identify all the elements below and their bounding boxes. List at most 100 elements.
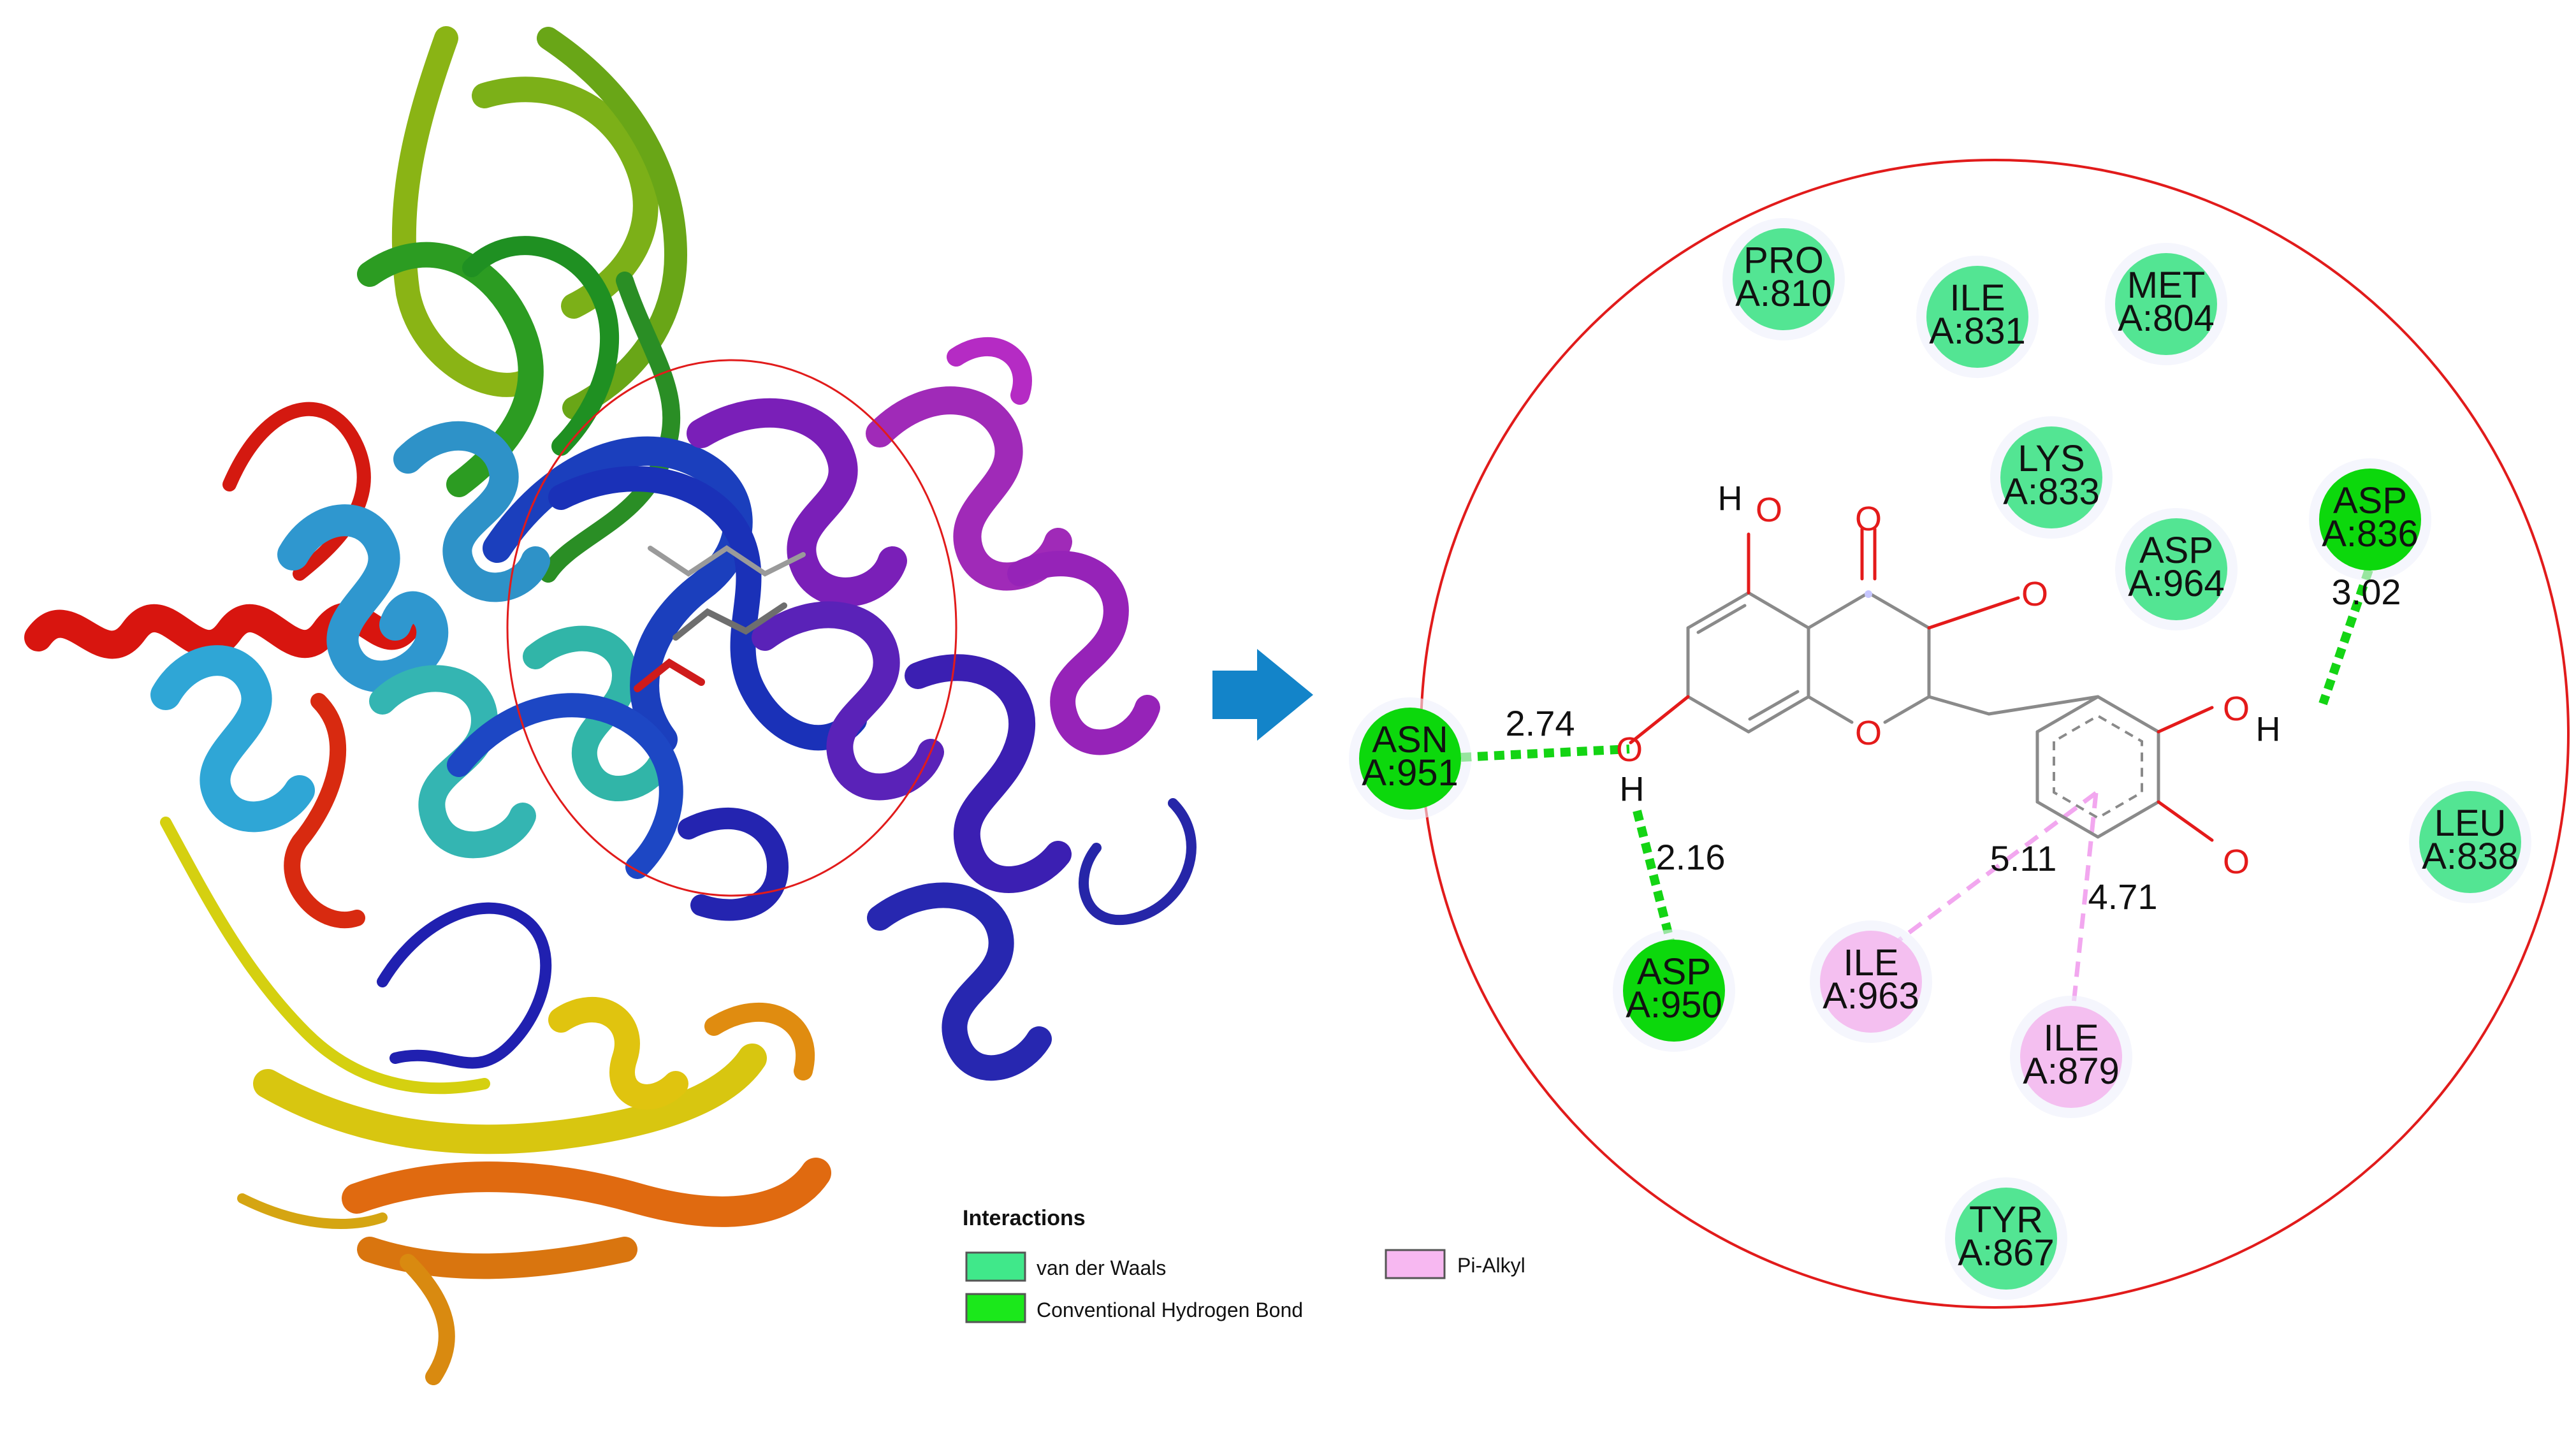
bond [1747,695,1810,734]
residue-id: A:964 [2128,563,2225,604]
legend-title: Interactions [963,1206,1086,1230]
atom-o-3prime: O [2223,690,2250,728]
residue-id: A:867 [1958,1232,2055,1274]
legend-label-vdw: van der Waals [1037,1256,1166,1279]
bond [1867,591,1931,630]
residue-id: A:831 [1929,310,2026,352]
bond [1987,695,2100,716]
residue-id: A:838 [2422,836,2519,877]
legend-swatch-pialkyl [1385,1249,1446,1279]
residue-name: ILE [1949,277,2005,319]
residue-disc [1820,931,1922,1033]
residue-id: A:951 [1362,752,1459,794]
residue-disc [2020,1006,2122,1108]
residue-disc [1955,1188,2057,1290]
residue-disc [1926,266,2028,368]
bond [1807,591,1870,630]
atom-o-4prime: O [2223,843,2250,881]
atom-h-5: H [1718,479,1743,518]
aromatic-ring [2053,714,2143,820]
residue-name: LEU [2434,803,2507,844]
residue-name: TYR [1969,1199,2043,1240]
atom-o-carbonyl: O [1855,500,1882,538]
protein-ribbon-illustration [24,26,1197,1385]
oxygen-bond [1927,596,2020,630]
residue-disc [1359,708,1461,810]
legend-swatch-vdw [965,1251,1026,1282]
bond [2096,695,2160,734]
distance-label: 2.74 [1506,703,1575,743]
bond [1747,591,1810,630]
legend-label-hbond: Conventional Hydrogen Bond [1037,1298,1303,1321]
distance-label: 4.71 [2088,877,2158,917]
bond [2035,800,2100,839]
bond [1686,591,1750,630]
double-bond [1748,690,1800,721]
right-arrow-icon [1212,649,1313,741]
hbond-line-asn951 [1460,745,1630,762]
atom-h-7: H [1620,770,1645,808]
atom-o-5: O [1756,491,1782,529]
residue-name: MET [2127,265,2205,306]
distance-label: 2.16 [1656,837,1726,877]
residue-name: ASP [2333,480,2407,521]
bond [2096,800,2160,839]
residue-disc [2000,426,2102,528]
residue-name: PRO [1743,240,1824,281]
residue-disc [2115,253,2217,355]
hbond-line-asp836 [2318,568,2373,706]
pialkyl-line-ile963 [1893,791,2098,945]
bond [2035,695,2100,734]
residue-disc [1623,940,1725,1042]
atom-o-3: O [2021,575,2048,613]
distance-label: 3.02 [2332,572,2401,612]
pialkyl-line-ile879 [2070,792,2099,1010]
oxygen-bond [2157,800,2214,842]
residue-disc [2125,518,2227,620]
atom-o-7: O [1616,731,1643,769]
residue-name: ASP [1637,951,1711,993]
residue-disc [2419,791,2521,893]
residue-id: A:963 [1823,975,1919,1017]
binding-site-ellipse [506,359,957,897]
interaction-lines [1460,568,2373,1010]
residue-id: A:833 [2003,471,2100,513]
residue-id: A:810 [1735,273,1832,314]
residue-name: ILE [2043,1017,2099,1059]
residue-disc [2319,469,2421,571]
residue-id: A:950 [1626,984,1722,1026]
legend-label-pialkyl: Pi-Alkyl [1457,1254,1525,1277]
residue-disc [1733,228,1835,330]
residue-id: A:879 [2023,1051,2120,1092]
oxygen-bond [2157,706,2214,734]
residue-name: ILE [1843,942,1898,984]
oxygen-bond [1629,695,1690,745]
legend-swatch-hbond [965,1293,1026,1323]
bond [1686,695,1750,734]
residue-name: ASP [2139,530,2213,571]
bond [1927,695,1991,716]
double-bond [1696,604,1747,634]
hbond-line-asp950 [1633,810,1675,942]
residue-id: A:836 [2322,513,2419,555]
bond [1883,695,1931,724]
stereo-dot [1865,590,1872,598]
atom-h-3prime: H [2256,710,2281,748]
distance-label: 5.11 [1990,838,2057,878]
interactions-legend: Interactions van der Waals Conventional … [963,1206,1525,1323]
